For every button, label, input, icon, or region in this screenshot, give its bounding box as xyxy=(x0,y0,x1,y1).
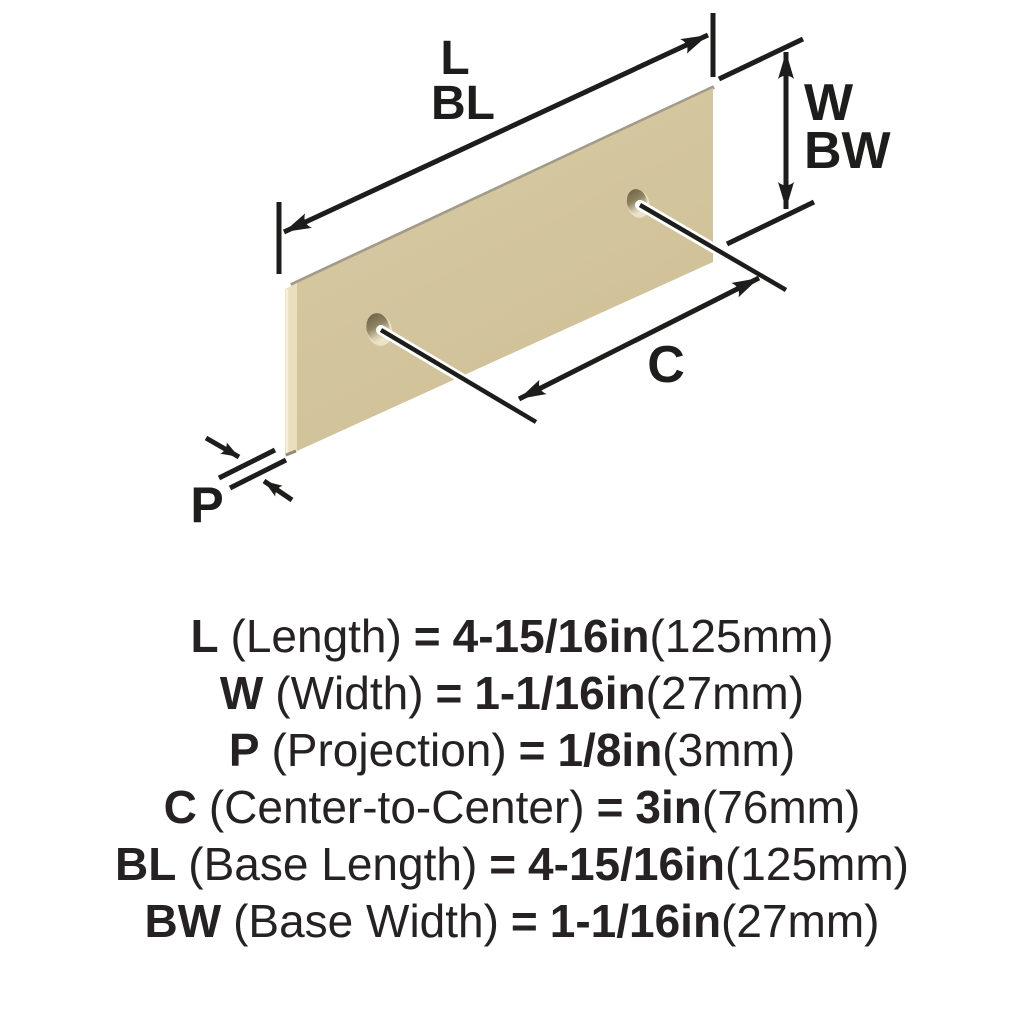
spec-name: (Length) xyxy=(230,610,402,662)
spec-row-width: W (Width) = 1-1/16in(27mm) xyxy=(0,665,1024,722)
spec-value-in: 3in xyxy=(635,781,702,833)
spec-symbol: C xyxy=(163,781,197,833)
backplate-face xyxy=(297,88,713,451)
spec-name: (Center-to-Center) xyxy=(208,781,585,833)
spec-equals: = xyxy=(518,724,546,776)
spec-value-mm: (27mm) xyxy=(645,667,805,719)
spec-row-projection: P (Projection) = 1/8in(3mm) xyxy=(0,722,1024,779)
spec-row-base-width: BW (Base Width) = 1-1/16in(27mm) xyxy=(0,893,1024,950)
spec-name: (Width) xyxy=(275,667,424,719)
projection-arrow-lower xyxy=(262,478,294,503)
spec-value-mm: (76mm) xyxy=(701,781,861,833)
spec-value-mm: (125mm) xyxy=(724,838,909,890)
spec-value: 4-15/16in(125mm) xyxy=(528,836,909,893)
spec-row-length: L (Length) = 4-15/16in(125mm) xyxy=(0,608,1024,665)
dim-tick-width-top xyxy=(717,36,805,82)
dim-label-length: L xyxy=(440,32,469,85)
spec-equals: = xyxy=(489,838,517,890)
spec-equals: = xyxy=(413,610,441,662)
spec-value: 1-1/16in(27mm) xyxy=(474,665,804,722)
dim-line-center-to-center xyxy=(517,275,761,402)
spec-name: (Projection) xyxy=(271,724,507,776)
dim-tick-width-bottom xyxy=(725,199,816,247)
spec-name: (Base Length) xyxy=(188,838,478,890)
spec-name: (Base Width) xyxy=(233,895,499,947)
projection-tick-upper xyxy=(217,447,277,481)
spec-symbol: BL xyxy=(115,838,177,890)
dim-label-center-to-center: C xyxy=(647,336,685,394)
side-edge-shadow xyxy=(285,449,297,457)
projection-arrow-upper xyxy=(204,435,241,460)
hole-leader-line-left xyxy=(376,325,542,428)
spec-value-in: 4-15/16in xyxy=(528,838,725,890)
spec-equals: = xyxy=(596,781,624,833)
spec-value: 1/8in(3mm) xyxy=(557,722,795,779)
spec-value: 4-15/16in(125mm) xyxy=(453,608,834,665)
spec-list: L (Length) = 4-15/16in(125mm) W (Width) … xyxy=(0,608,1024,950)
spec-symbol: W xyxy=(219,667,264,719)
spec-equals: = xyxy=(510,895,538,947)
spec-value-mm: (27mm) xyxy=(721,895,880,947)
spec-value-in: 1-1/16in xyxy=(474,667,646,719)
spec-row-base-length: BL (Base Length) = 4-15/16in(125mm) xyxy=(0,836,1024,893)
spec-equals: = xyxy=(435,667,463,719)
spec-value: 1-1/16in(27mm) xyxy=(550,893,880,950)
spec-symbol: BW xyxy=(144,895,222,947)
dim-label-projection: P xyxy=(190,477,223,533)
spec-value-mm: (3mm) xyxy=(662,724,796,776)
spec-symbol: L xyxy=(190,610,219,662)
spec-value-mm: (125mm) xyxy=(649,610,834,662)
dim-label-width: W xyxy=(804,74,854,132)
dim-label-base-width: BW xyxy=(804,122,892,180)
spec-row-center-to-center: C (Center-to-Center) = 3in(76mm) xyxy=(0,779,1024,836)
spec-value: 3in(76mm) xyxy=(635,779,860,836)
dim-label-base-length: BL xyxy=(431,77,495,130)
spec-value-in: 1-1/16in xyxy=(549,895,722,947)
dim-line-length xyxy=(282,32,710,235)
spec-symbol: P xyxy=(228,724,260,776)
spec-value-in: 4-15/16in xyxy=(452,610,650,662)
projection-tick-lower xyxy=(228,457,288,491)
dimension-diagram: L BL W BW C P xyxy=(190,13,892,533)
spec-value-in: 1/8in xyxy=(557,724,663,776)
